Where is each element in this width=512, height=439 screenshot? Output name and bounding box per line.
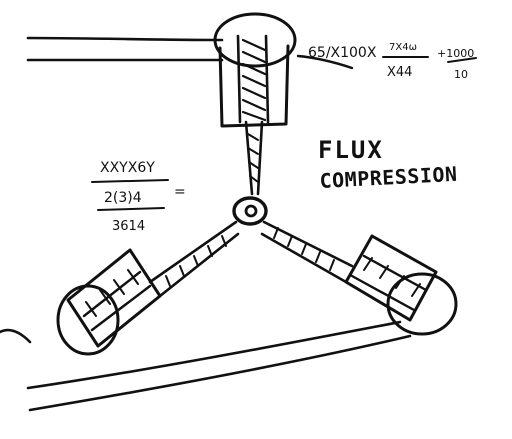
formula-left-middle: 2(3)4 bbox=[104, 190, 142, 206]
formula-left-equals: = bbox=[174, 184, 186, 200]
formula-left-numerator: XXYX6Y bbox=[100, 160, 155, 176]
formula-left-bar-top bbox=[91, 179, 169, 183]
formula-top-plus-denominator: 10 bbox=[454, 68, 468, 81]
center-junction bbox=[232, 196, 268, 226]
formula-top-main: 65/X100X bbox=[308, 45, 377, 61]
housing-lines bbox=[0, 36, 412, 412]
top-tube bbox=[213, 12, 297, 196]
formula-top-plus-numerator: +1000 bbox=[437, 47, 474, 60]
formula-left-bar-bottom bbox=[97, 207, 165, 211]
title-block: FLUX COMPRESSION bbox=[318, 136, 458, 193]
formula-top: 65/X100X 7X4ω X44 +1000 10 bbox=[308, 42, 477, 81]
title-line-1: FLUX bbox=[318, 136, 384, 164]
formula-top-fraction-numerator: 7X4ω bbox=[389, 42, 417, 53]
left-tube bbox=[56, 220, 240, 356]
title-line-2: COMPRESSION bbox=[319, 162, 458, 193]
formula-left-denominator: 3614 bbox=[112, 219, 145, 234]
formula-left: XXYX6Y 2(3)4 = 3614 bbox=[91, 160, 186, 234]
right-tube bbox=[260, 220, 458, 336]
formula-top-fraction-denominator: X44 bbox=[387, 65, 412, 80]
formula-top-plus-bar bbox=[447, 57, 477, 63]
